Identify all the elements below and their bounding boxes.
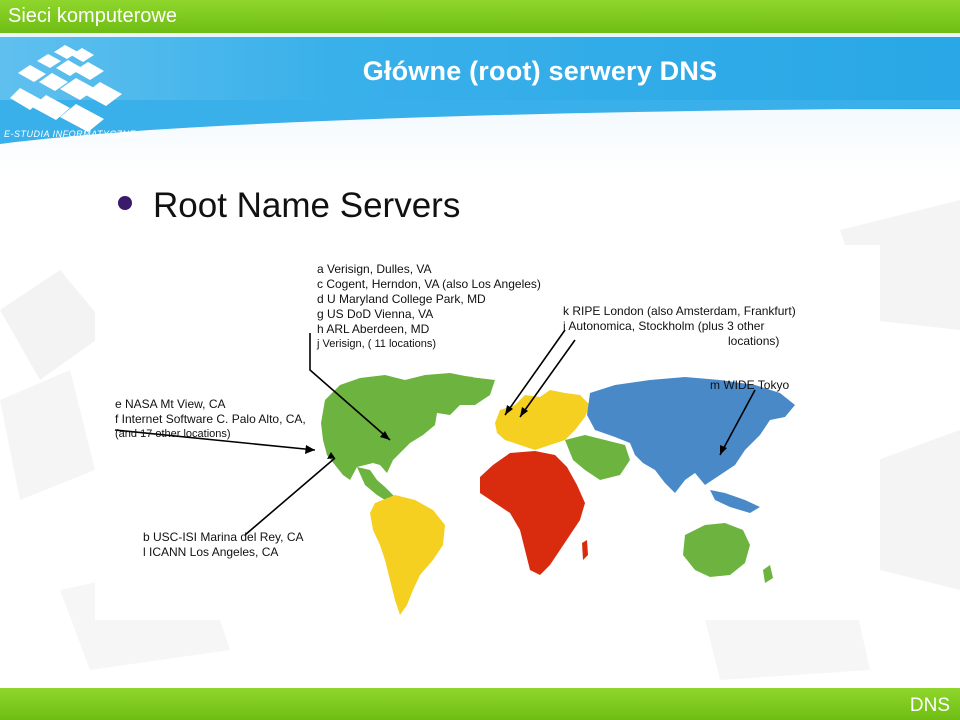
arrow-lines — [114, 329, 756, 536]
label-tokyo: m WIDE Tokyo — [710, 378, 790, 392]
label-line: d U Maryland College Park, MD — [317, 292, 486, 306]
logo-text: E-STUDIA INFORMATYCZNE — [4, 129, 136, 139]
label-line: a Verisign, Dulles, VA — [317, 262, 432, 276]
slide-title: Główne (root) serwery DNS — [362, 56, 718, 86]
bullet-dot — [118, 196, 132, 210]
label-europe: k RIPE London (also Amsterdam, Frankfurt… — [563, 304, 796, 349]
europe-shape — [495, 390, 590, 450]
label-line: f Internet Software C. Palo Alto, CA, — [115, 412, 306, 426]
world-map — [95, 245, 880, 620]
label-line: j Verisign, ( 11 locations) — [317, 338, 437, 350]
course-title: Sieci komputerowe — [8, 5, 177, 27]
label-line: i Autonomica, Stockholm (plus 3 other — [563, 319, 765, 333]
label-line: locations) — [728, 334, 780, 348]
label-line: l ICANN Los Angeles, CA — [143, 545, 279, 559]
label-line: (and 17 other locations) — [115, 428, 231, 440]
label-line: k RIPE London (also Amsterdam, Frankfurt… — [563, 304, 796, 318]
footer-label: DNS — [909, 695, 950, 716]
south-america-shape — [370, 495, 445, 615]
title-band-curve — [0, 100, 960, 144]
label-west-us: e NASA Mt View, CA f Internet Software C… — [115, 397, 306, 442]
asia-shape — [587, 377, 795, 493]
north-america-shape — [321, 373, 495, 480]
arrow-heads — [305, 405, 727, 459]
africa-shape — [480, 451, 585, 575]
top-bar: Sieci komputerowe — [0, 0, 960, 33]
label-line: b USC-ISI Marina del Rey, CA — [143, 530, 304, 544]
oceania-shape — [683, 523, 750, 577]
bottom-bar: DNS — [0, 688, 960, 720]
label-la: b USC-ISI Marina del Rey, CA l ICANN Los… — [143, 530, 304, 560]
logo-icon — [10, 45, 122, 132]
label-line: g US DoD Vienna, VA — [317, 307, 434, 321]
title-band — [0, 37, 960, 109]
heading: Root Name Servers — [153, 186, 461, 225]
label-east-us: a Verisign, Dulles, VA c Cogent, Herndon… — [317, 262, 541, 352]
label-line: c Cogent, Herndon, VA (also Los Angeles) — [317, 277, 541, 291]
label-line: h ARL Aberdeen, MD — [317, 322, 430, 336]
label-line: e NASA Mt View, CA — [115, 397, 226, 411]
middle-east-shape — [565, 435, 630, 480]
